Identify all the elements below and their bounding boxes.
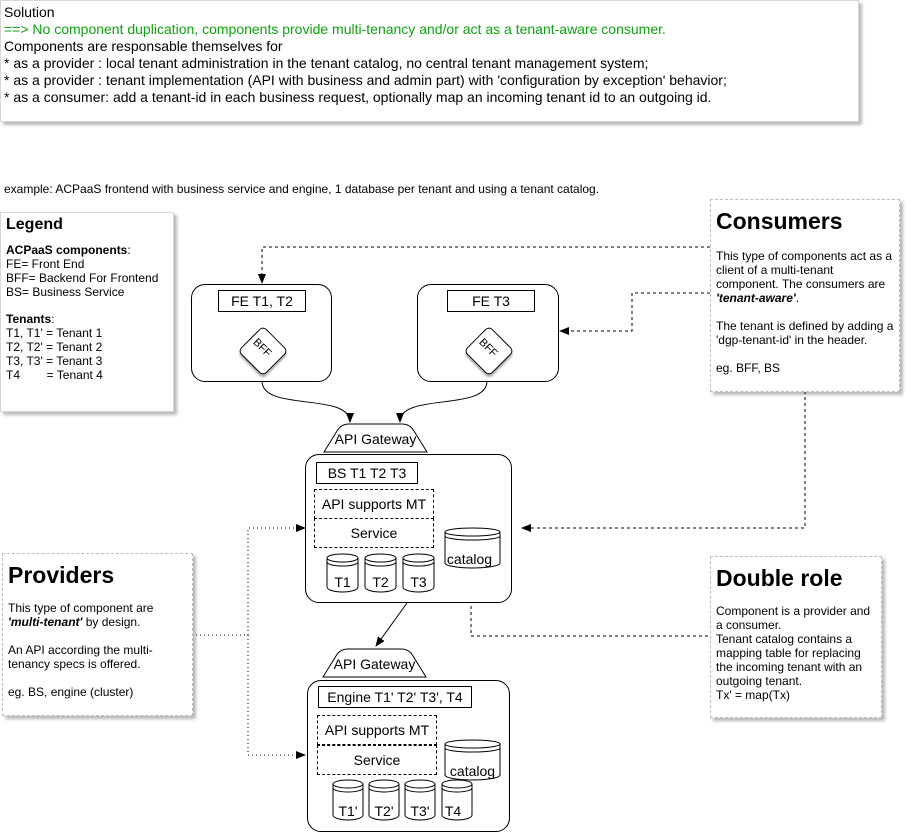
fe-t3-bff-diamond: BFF (463, 325, 515, 377)
solution-point-3: * as a consumer: add a tenant-id in each… (4, 89, 712, 105)
legend-tenants-heading: Tenants (6, 312, 52, 326)
engine-db-t4: T4 (441, 779, 473, 821)
legend-tenant-2: T2, T2' = Tenant 2 (6, 340, 103, 354)
api-gateway-1: API Gateway (323, 423, 428, 453)
legend-components-colon: : (127, 243, 131, 257)
legend-components-heading: ACPaaS components (6, 243, 128, 257)
engine-catalog-db: catalog (444, 739, 501, 781)
fe-t3-component: FE T3 BFF (417, 284, 559, 382)
bs-db-t3-label: T3 (410, 574, 427, 590)
bs-db-t3: T3 (402, 553, 435, 593)
engine-component: Engine T1' T2' T3', T4 API supports MT S… (307, 680, 510, 832)
providers-p1-a: This type of component are (8, 601, 154, 615)
engine-catalog-label: catalog (449, 763, 496, 779)
legend-tenants-colon: : (51, 312, 55, 326)
consumers-title: Consumers (716, 208, 843, 234)
fe-t1-t2-component: FE T1, T2 BFF (191, 284, 332, 382)
solution-note: Solution ==> No component duplication, c… (0, 0, 859, 122)
providers-title: Providers (8, 562, 115, 588)
engine-service-box: Service (317, 745, 437, 775)
connector-fe1-gateway (261, 380, 354, 423)
engine-api-box: API supports MT (317, 715, 437, 745)
legend-tenant-1: T1, T1' = Tenant 1 (6, 326, 103, 340)
fe-t1-t2-label: FE T1, T2 (218, 290, 306, 312)
connector-consumers-fe3 (559, 292, 710, 335)
bs-component: BS T1 T2 T3 API supports MT Service T1 T… (305, 454, 512, 603)
legend-tenant-4: T4 = Tenant 4 (6, 368, 103, 382)
engine-label: Engine T1' T2' T3', T4 (318, 686, 472, 708)
providers-panel: Providers This type of component are 'mu… (2, 553, 193, 716)
bs-label: BS T1 T2 T3 (316, 462, 418, 484)
double-role-p2: Tenant catalog contains a mapping table … (716, 632, 863, 688)
solution-point-1: * as a provider : local tenant administr… (4, 55, 649, 71)
legend-component-fe: FE= Front End (6, 257, 85, 271)
bs-catalog-label: catalog (446, 551, 493, 567)
connector-fe3-gateway (396, 380, 488, 423)
legend-component-bff: BFF= Backend For Frontend (6, 271, 159, 285)
consumers-p1-b: 'tenant-aware' (716, 291, 796, 305)
bs-api-box: API supports MT (314, 489, 434, 519)
providers-p1-c: by design. (82, 615, 141, 629)
connector-consumers-bs (521, 391, 806, 532)
api-gateway-2-shape (322, 648, 427, 678)
legend-component-bs: BS= Business Service (6, 285, 125, 299)
bs-db-t2: T2 (364, 553, 397, 593)
connector-consumers-fe1 (258, 246, 710, 284)
solution-point-2: * as a provider : tenant implementation … (4, 72, 727, 88)
consumers-panel: Consumers This type of components act as… (710, 199, 900, 392)
providers-p3: eg. BS, engine (cluster) (8, 685, 134, 699)
solution-title: Solution (4, 4, 55, 20)
consumers-p2: The tenant is defined by adding a 'dgp-t… (716, 319, 894, 347)
fe-t1-t2-bff-diamond: BFF (237, 325, 289, 377)
double-role-p1: Component is a provider and a consumer. (716, 604, 871, 632)
engine-db-t4-label: T4 (444, 803, 462, 819)
connector-providers-bs (192, 524, 306, 636)
providers-p2: An API according the multi-tenancy specs… (8, 643, 153, 671)
connector-providers-engine (247, 635, 306, 759)
api-gateway-1-label: API Gateway (334, 431, 417, 447)
engine-db-t2: T2' (368, 779, 400, 821)
consumers-p1-c: . (795, 291, 800, 305)
connector-bs-gateway2 (375, 602, 408, 647)
double-role-panel: Double role Component is a provider and … (710, 556, 882, 718)
consumers-p1-a: This type of components act as a client … (716, 249, 893, 291)
providers-p1-b: 'multi-tenant' (8, 615, 83, 629)
double-role-p3: Tx' = map(Tx) (716, 688, 790, 702)
bs-db-t2-label: T2 (372, 574, 389, 590)
legend-tenant-3: T3, T3' = Tenant 3 (6, 354, 103, 368)
engine-db-t1: T1' (332, 779, 364, 821)
bs-db-t1: T1 (326, 553, 359, 593)
api-gateway-2-label: API Gateway (333, 656, 416, 672)
engine-db-t2-label: T2' (374, 803, 394, 819)
bs-catalog-db: catalog (444, 527, 501, 569)
double-role-title: Double role (716, 565, 843, 591)
engine-db-t3-label: T3' (410, 803, 430, 819)
engine-db-t3: T3' (404, 779, 436, 821)
fe-t3-label: FE T3 (447, 290, 535, 312)
connector-catalog-doublerole (470, 600, 710, 637)
bs-db-t1-label: T1 (334, 574, 351, 590)
api-gateway-1-shape (323, 423, 428, 453)
engine-db-t1-label: T1' (338, 803, 358, 819)
example-text: example: ACPaaS frontend with business s… (4, 182, 600, 196)
api-gateway-2: API Gateway (322, 648, 427, 678)
consumers-p3: eg. BFF, BS (716, 361, 781, 375)
legend-panel: Legend ACPaaS components: FE= Front End … (0, 212, 174, 412)
solution-headline: ==> No component duplication, components… (4, 21, 666, 37)
solution-intro: Components are responsable themselves fo… (4, 38, 283, 54)
legend-title: Legend (6, 216, 63, 233)
bs-service-box: Service (314, 518, 434, 548)
